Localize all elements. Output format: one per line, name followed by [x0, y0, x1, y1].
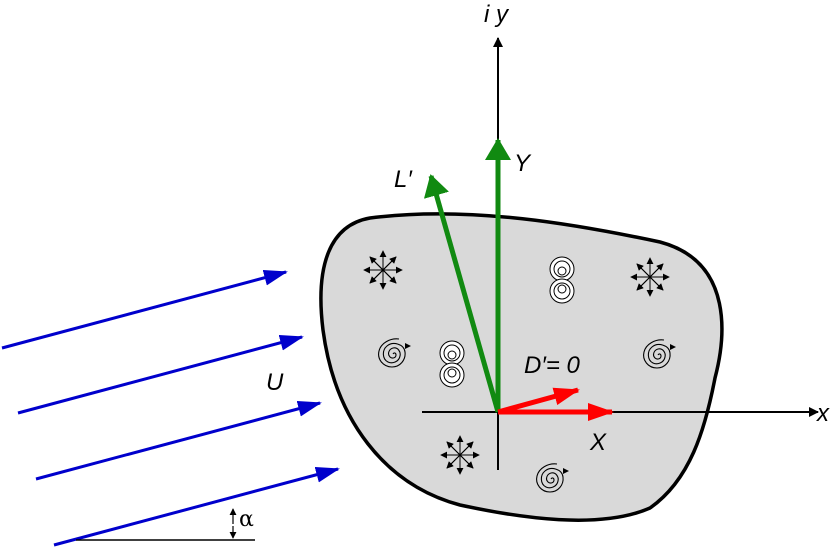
freestream-arrow — [35, 400, 322, 481]
real-axis-label: x — [816, 400, 830, 427]
y-force-label: Y — [514, 150, 532, 177]
lift-label: L′ — [394, 166, 413, 193]
imag-axis-label: i y — [484, 1, 510, 28]
freestream-arrow — [1, 269, 288, 350]
freestream-label: U — [266, 369, 284, 396]
lift-arrow — [423, 174, 501, 413]
freestream-arrow — [53, 466, 340, 547]
drag-label: D′= 0 — [524, 352, 581, 379]
drag-arrow — [497, 387, 580, 415]
angle-label: α — [239, 507, 254, 532]
freestream-arrow — [17, 334, 304, 415]
body-shape — [319, 212, 724, 522]
x-force-label: X — [589, 429, 607, 456]
